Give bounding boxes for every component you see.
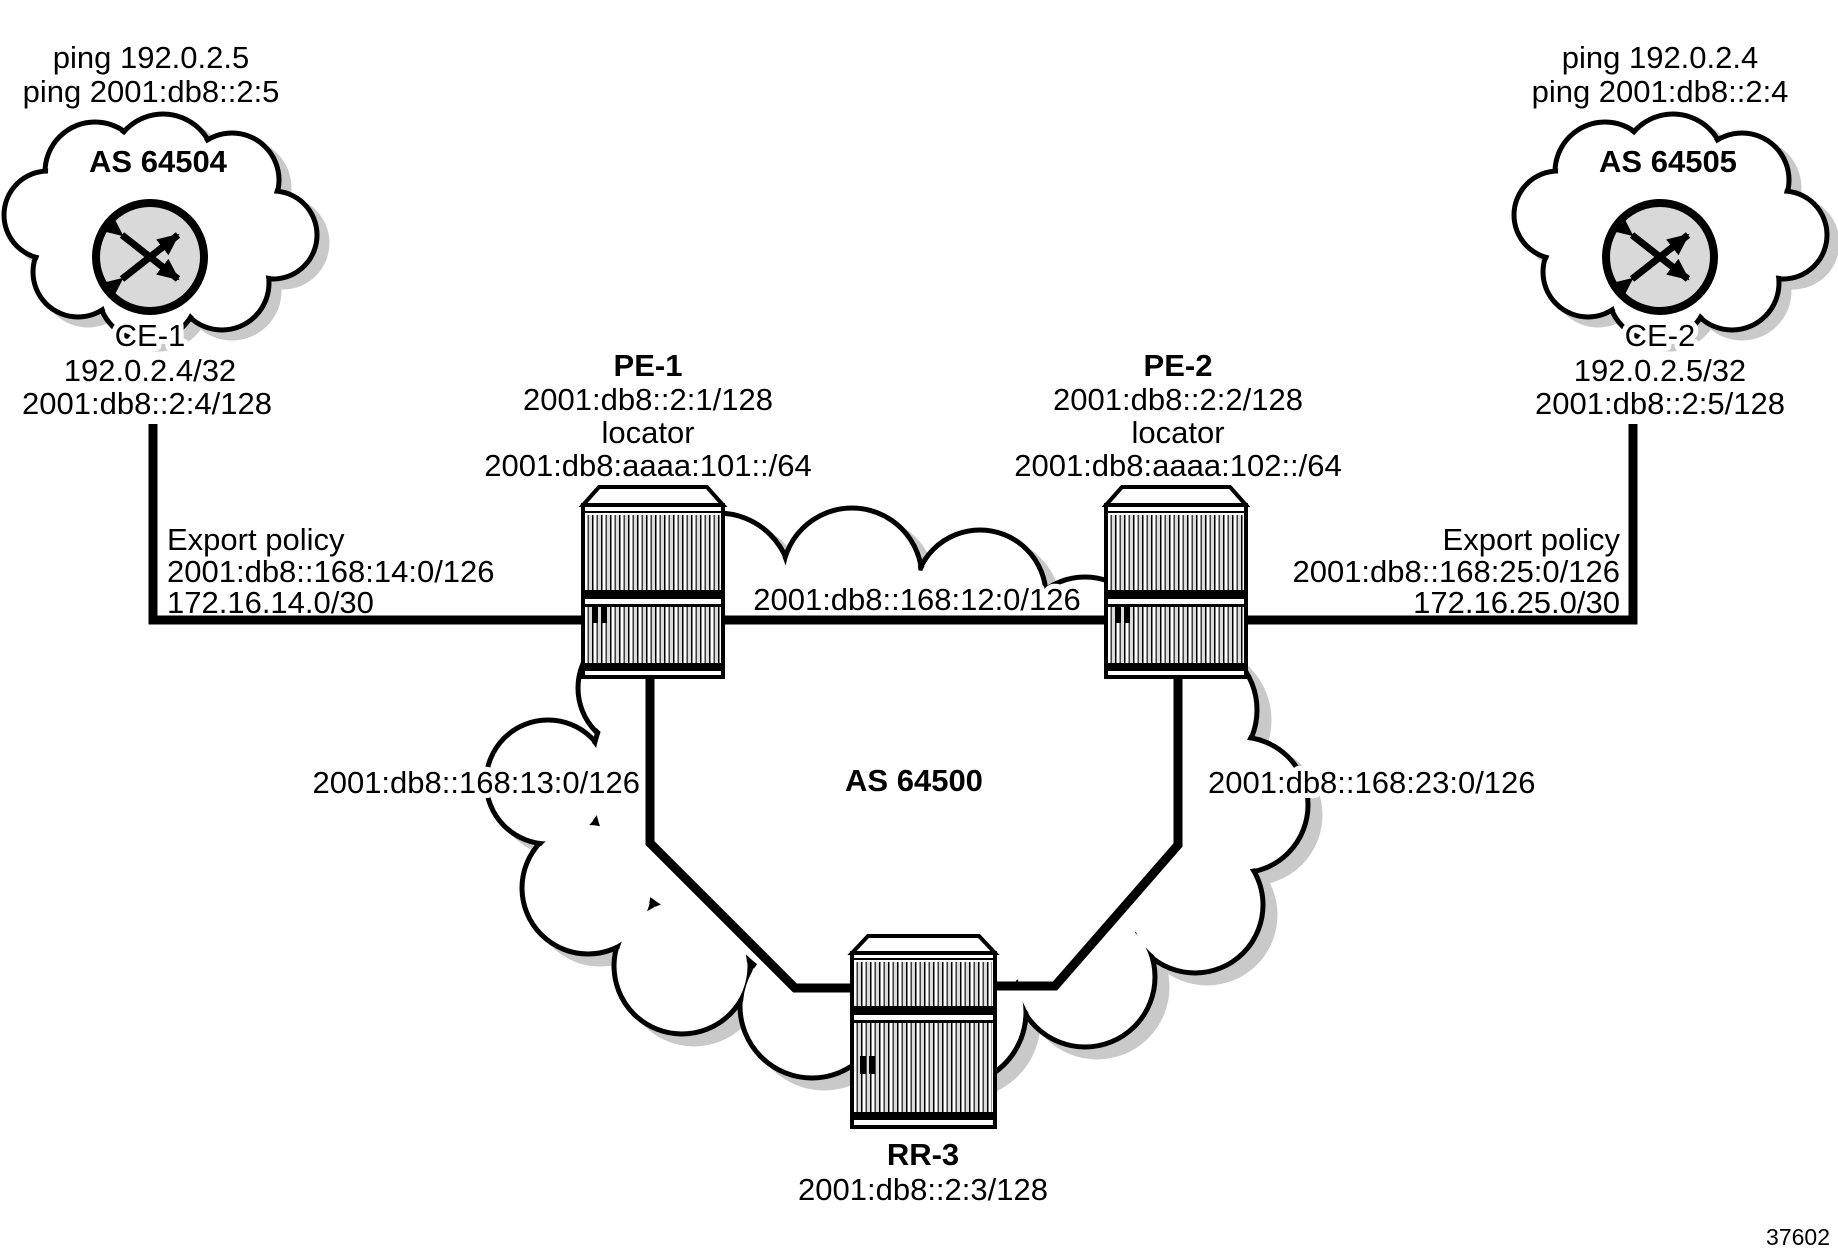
ce2-ping-line2: ping 2001:db8::2:4 xyxy=(1532,74,1789,109)
figure-number: 37602 xyxy=(1766,1224,1830,1249)
pe2-ipv6: 2001:db8::2:2/128 xyxy=(1053,382,1303,417)
rr3-ipv6: 2001:db8::2:3/128 xyxy=(798,1172,1048,1207)
export-policy-left-title: Export policy xyxy=(167,522,345,557)
link-pe2-rr3-label: 2001:db8::168:23:0/126 xyxy=(1208,765,1536,800)
ce1-ping-line1: ping 192.0.2.5 xyxy=(53,40,250,75)
pe2-name: PE-2 xyxy=(1144,348,1213,383)
ce2-ipv4: 192.0.2.5/32 xyxy=(1574,353,1746,388)
ce1-ipv4: 192.0.2.4/32 xyxy=(64,353,236,388)
pe1-chassis-icon xyxy=(581,485,725,679)
as64500-label: AS 64500 xyxy=(845,763,983,798)
ce1-name: CE-1 xyxy=(115,318,186,353)
pe2-chassis-icon xyxy=(1104,485,1248,679)
pe1-ipv6: 2001:db8::2:1/128 xyxy=(523,382,773,417)
export-policy-right-title: Export policy xyxy=(1443,522,1621,557)
link-pe1-rr3-label: 2001:db8::168:13:0/126 xyxy=(312,765,640,800)
export-policy-right-ipv4: 172.16.25.0/30 xyxy=(1413,585,1620,620)
pe1-locator-label: locator xyxy=(601,415,694,450)
ce1-ipv6: 2001:db8::2:4/128 xyxy=(22,386,272,421)
export-policy-right-ipv6: 2001:db8::168:25:0/126 xyxy=(1292,554,1620,589)
ce1-ping-line2: ping 2001:db8::2:5 xyxy=(23,74,280,109)
ce2-ipv6: 2001:db8::2:5/128 xyxy=(1535,386,1785,421)
link-pe2-rr3 xyxy=(991,672,1183,991)
ce2-ping-line1: ping 192.0.2.4 xyxy=(1562,40,1759,75)
link-pe1-pe2-label: 2001:db8::168:12:0/126 xyxy=(753,582,1081,617)
rr3-chassis-icon xyxy=(850,934,997,1129)
pe2-locator-prefix: 2001:db8:aaaa:102::/64 xyxy=(1014,448,1342,483)
ce2-router-icon xyxy=(1606,203,1714,311)
ce1-as-label: AS 64504 xyxy=(89,144,228,179)
ce2-as-label: AS 64505 xyxy=(1599,144,1737,179)
link-pe1-rr3 xyxy=(645,672,856,993)
link-ce1-pe1-pe2-ce2 xyxy=(148,424,1638,625)
rr3-name: RR-3 xyxy=(887,1137,959,1172)
ce2-name: CE-2 xyxy=(1625,318,1696,353)
export-policy-left-ipv4: 172.16.14.0/30 xyxy=(167,585,374,620)
pe1-name: PE-1 xyxy=(614,348,683,383)
export-policy-left-ipv6: 2001:db8::168:14:0/126 xyxy=(167,554,495,589)
pe1-locator-prefix: 2001:db8:aaaa:101::/64 xyxy=(484,448,812,483)
ce1-router-icon xyxy=(96,203,204,311)
pe2-locator-label: locator xyxy=(1131,415,1224,450)
